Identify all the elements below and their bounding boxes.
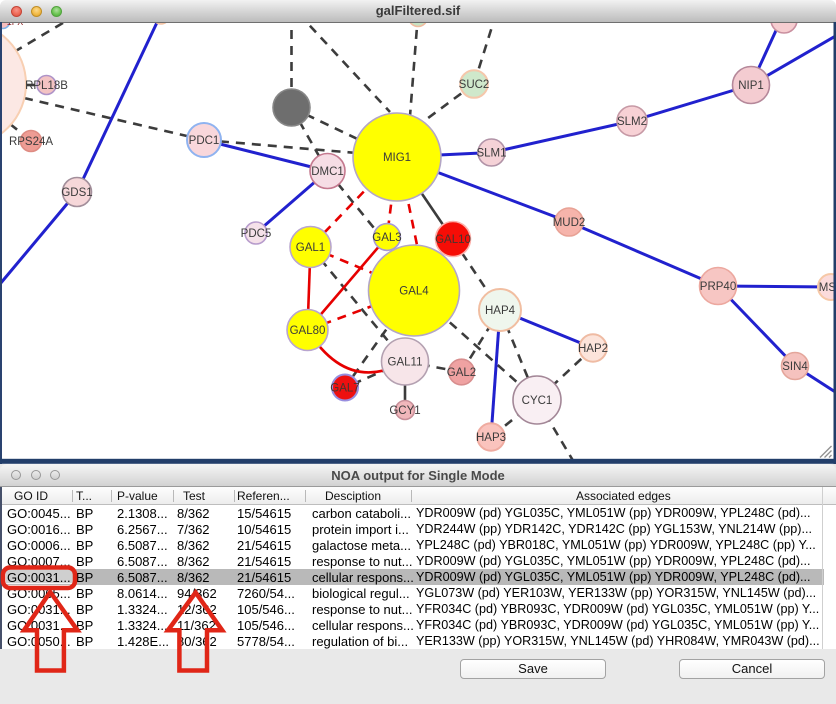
svg-text:GAL1: GAL1 bbox=[296, 242, 325, 254]
svg-text:GAL7: GAL7 bbox=[330, 383, 359, 395]
svg-text:GAL2: GAL2 bbox=[447, 367, 476, 379]
svg-text:GDS1: GDS1 bbox=[61, 187, 92, 199]
svg-text:HAP4: HAP4 bbox=[485, 305, 516, 317]
svg-text:MUD2: MUD2 bbox=[553, 217, 586, 229]
svg-text:RPS24A: RPS24A bbox=[9, 136, 53, 148]
svg-text:PRP40: PRP40 bbox=[700, 281, 736, 293]
svg-text:MIG1: MIG1 bbox=[383, 152, 411, 164]
svg-text:GAL3: GAL3 bbox=[372, 232, 401, 244]
svg-text:MSI: MSI bbox=[819, 282, 836, 294]
svg-text:SUC2: SUC2 bbox=[459, 79, 490, 91]
svg-text:SLM1: SLM1 bbox=[476, 148, 506, 160]
svg-text:GAL11: GAL11 bbox=[388, 357, 423, 369]
svg-text:CYC1: CYC1 bbox=[522, 395, 553, 407]
svg-text:DMC1: DMC1 bbox=[311, 166, 344, 178]
svg-text:NIP1: NIP1 bbox=[738, 80, 764, 92]
svg-text:SLM2: SLM2 bbox=[617, 116, 647, 128]
svg-text:GCY1: GCY1 bbox=[389, 405, 420, 417]
svg-text:PDC1: PDC1 bbox=[189, 135, 220, 147]
svg-text:PDC5: PDC5 bbox=[241, 228, 272, 240]
svg-text:GAL4: GAL4 bbox=[399, 286, 429, 298]
svg-text:GAL10: GAL10 bbox=[435, 234, 471, 246]
svg-text:SIN4: SIN4 bbox=[782, 361, 808, 373]
svg-text:HAP2: HAP2 bbox=[578, 343, 608, 355]
svg-text:HAP3: HAP3 bbox=[476, 432, 506, 444]
svg-text:GAL80: GAL80 bbox=[290, 325, 326, 337]
svg-text:RPL18B: RPL18B bbox=[25, 80, 68, 92]
